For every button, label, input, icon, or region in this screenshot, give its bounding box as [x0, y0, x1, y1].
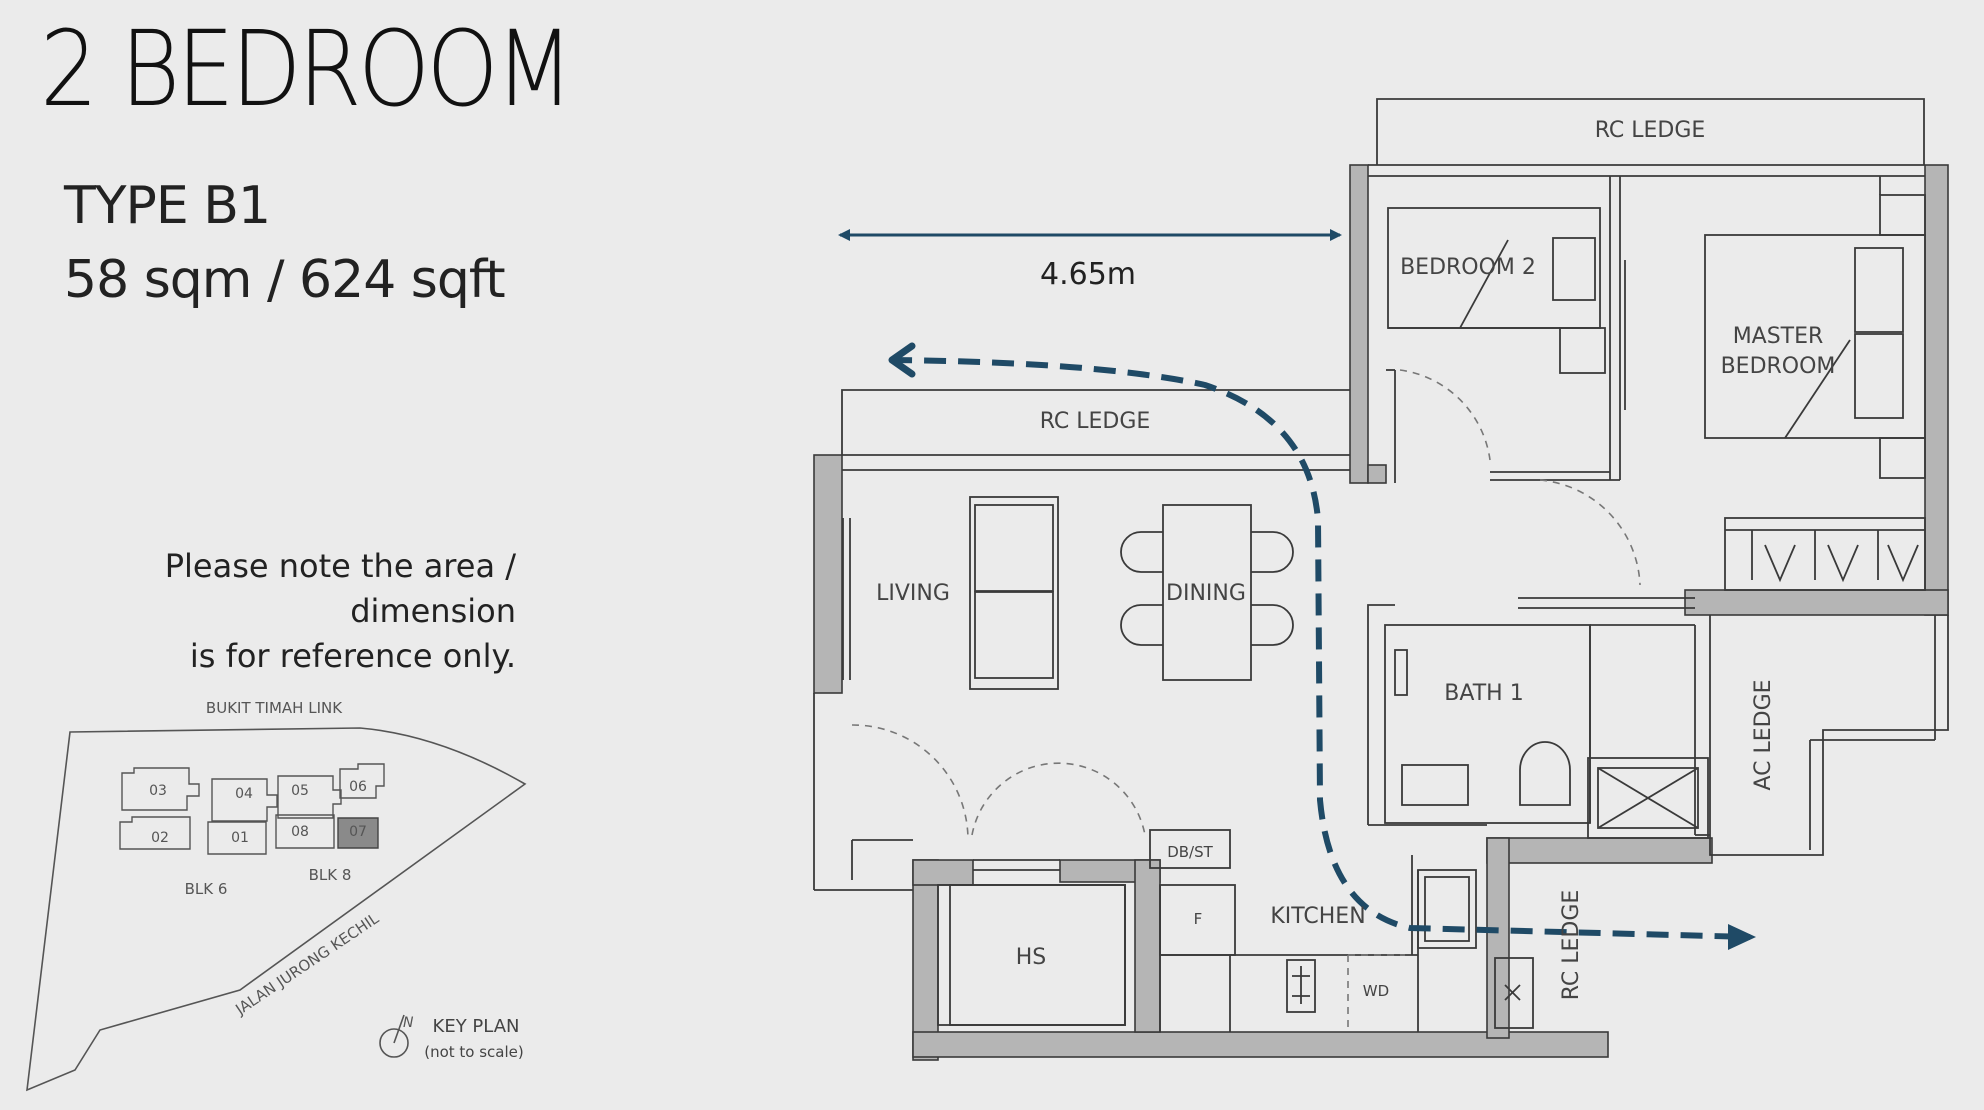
floor-plan: RC LEDGE RC LEDGE 4.65m BEDROOM 2 MASTER…	[813, 98, 1949, 1061]
bath-1-label: BATH 1	[1444, 681, 1523, 706]
key-plan-unit-04: 04	[235, 786, 253, 802]
master-bedroom-label-line1: MASTER	[1733, 324, 1824, 349]
unit-type: TYPE B1	[64, 176, 271, 236]
key-plan-road-top: BUKIT TIMAH LINK	[206, 699, 343, 717]
wd-label: WD	[1363, 982, 1389, 1000]
living-label: LIVING	[876, 581, 950, 606]
disclaimer-line-1: Please note the area / dimension	[164, 547, 516, 630]
floor-plan-lines	[813, 98, 1949, 1032]
page-title: 2 BEDROOM	[40, 8, 574, 130]
kitchen-label: KITCHEN	[1270, 904, 1365, 929]
structural-walls	[813, 164, 1949, 1061]
key-plan-block-8-label: BLK 8	[309, 866, 352, 884]
key-plan-block-6-label: BLK 6	[185, 880, 228, 898]
unit-area: 58 sqm / 624 sqft	[64, 250, 506, 310]
key-plan-site-outline	[26, 727, 527, 1092]
key-plan-label: KEY PLAN	[433, 1016, 520, 1037]
disclaimer-line-2: is for reference only.	[189, 637, 516, 675]
key-plan-road-bottom: JALAN JURONG KECHIL	[232, 909, 383, 1019]
key-plan: 03 04 05 06 02 01 08 07 BUKIT TIMAH LINK…	[26, 699, 527, 1092]
key-plan-unit-08: 08	[291, 824, 309, 840]
circulation-arrow-end-icon	[1728, 924, 1756, 950]
dining-label: DINING	[1166, 581, 1246, 606]
key-plan-scale-note: (not to scale)	[424, 1043, 524, 1061]
key-plan-unit-01: 01	[231, 830, 249, 846]
dimension-label: 4.65m	[1040, 257, 1136, 292]
key-plan-highlighted-unit	[337, 817, 379, 849]
north-arrow-icon	[379, 1014, 409, 1058]
key-plan-unit-03: 03	[149, 783, 167, 799]
ac-ledge-label: AC LEDGE	[1751, 679, 1776, 790]
rc-ledge-top-label: RC LEDGE	[1595, 118, 1706, 143]
rc-ledge-side-label: RC LEDGE	[1559, 890, 1584, 1001]
rc-ledge-living-label: RC LEDGE	[1040, 409, 1151, 434]
key-plan-unit-05: 05	[291, 783, 309, 799]
key-plan-unit-07: 07	[349, 824, 367, 840]
db-st-label: DB/ST	[1167, 843, 1213, 861]
key-plan-unit-02: 02	[151, 830, 169, 846]
key-plan-blocks	[119, 763, 385, 855]
north-label: N	[403, 1015, 414, 1031]
bedroom-2-label: BEDROOM 2	[1400, 255, 1536, 280]
circulation-arrow-start-icon	[888, 342, 916, 378]
hs-label: HS	[1016, 945, 1047, 970]
door-swings	[851, 369, 1641, 1030]
key-plan-unit-06: 06	[349, 779, 367, 795]
fridge-label: F	[1194, 910, 1203, 928]
disclaimer-note: Please note the area / dimension is for …	[40, 544, 516, 679]
master-bedroom-label-line2: BEDROOM	[1721, 354, 1836, 379]
